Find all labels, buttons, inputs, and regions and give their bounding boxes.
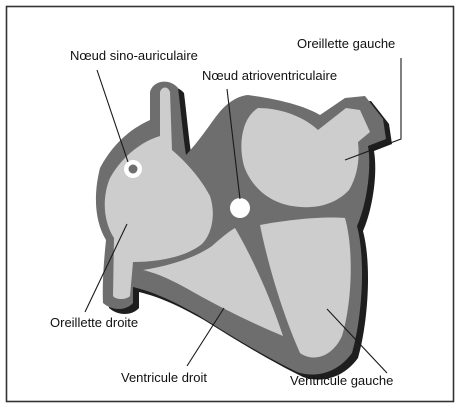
label-sinoatrial-node: Nœud sino-auriculaire [70, 48, 198, 63]
atrioventricular-node [230, 198, 250, 218]
label-left-atrium: Oreillette gauche [297, 36, 395, 51]
label-right-ventricle: Ventricule droit [121, 370, 207, 385]
label-right-atrium: Oreillette droite [50, 315, 138, 330]
label-left-ventricle: Ventricule gauche [290, 373, 393, 388]
label-atrioventricular-node: Nœud atrioventriculaire [202, 68, 337, 83]
sinoatrial-node-center [129, 165, 138, 174]
